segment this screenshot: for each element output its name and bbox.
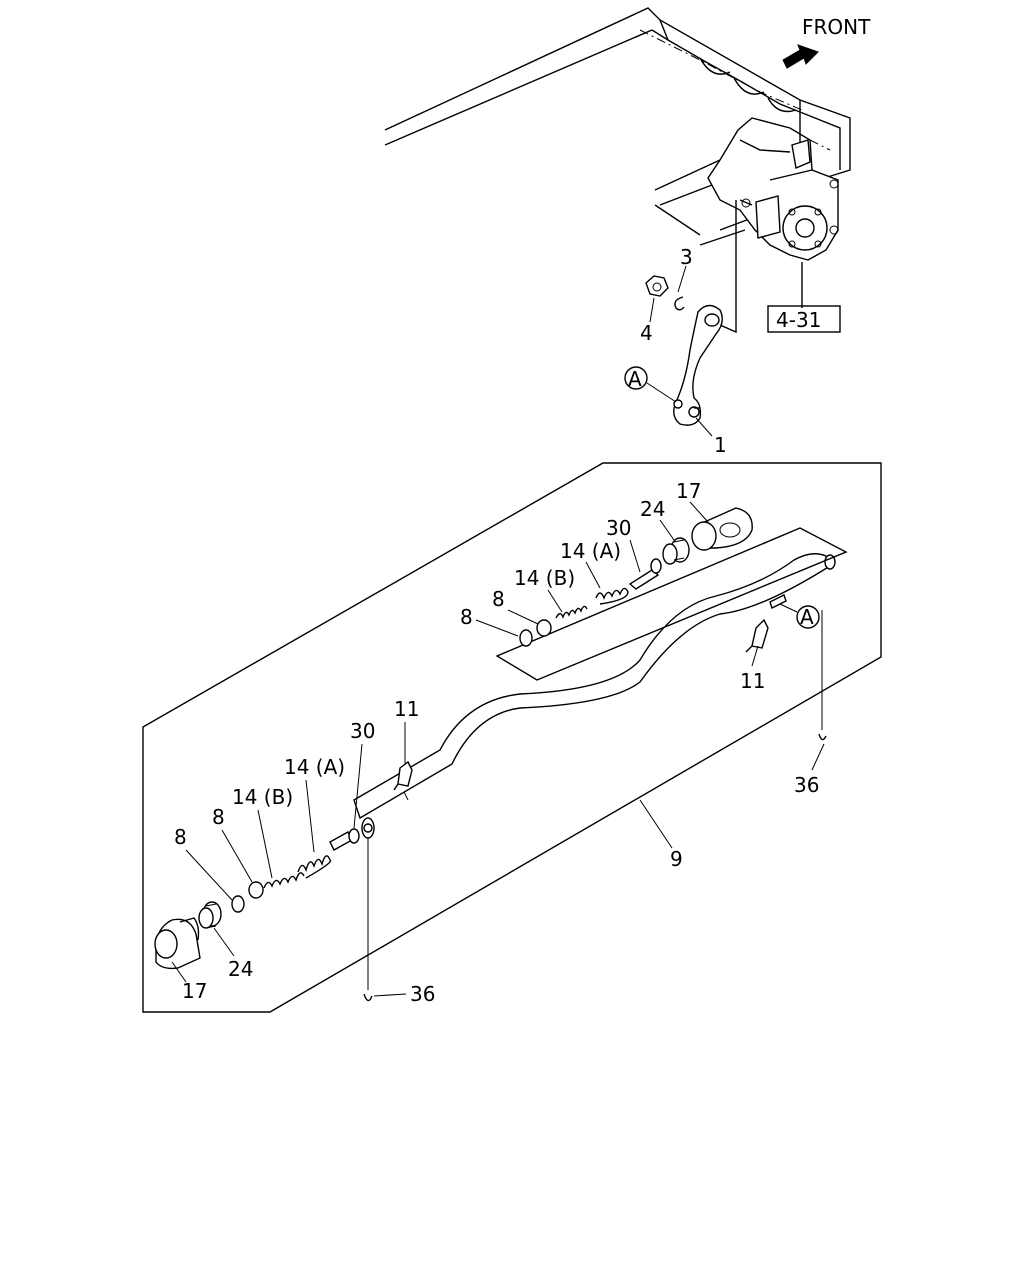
upper-kit-callouts: 17 24 30 14 (A) 14 (B) 8 8 A 11 36: [460, 479, 825, 797]
callout-kit-upper-24: 24: [640, 497, 665, 521]
upper-callouts: 3 4 A 1: [624, 245, 727, 457]
seat-part-24-upper: [662, 537, 690, 565]
callout-kit-lower-14a: 14 (A): [284, 755, 345, 779]
lower-kit-callouts: 11 30 14 (A) 14 (B) 8 8 24 17 36 9: [171, 697, 683, 1006]
plug-part-17-lower: [154, 917, 201, 970]
callout-part-1: 1: [714, 433, 727, 457]
callout-kit-lower-14b: 14 (B): [232, 785, 293, 809]
front-arrow-icon: [782, 44, 819, 69]
callout-kit-upper-17: 17: [676, 479, 701, 503]
lower-end-parts: [154, 760, 413, 1002]
drag-link-tube: [353, 553, 836, 839]
spring-part-14a-lower: [297, 855, 332, 879]
cotter-pin-part-36-lower: [363, 838, 373, 1002]
seat-part-8b-upper: [536, 619, 552, 637]
callout-kit-lower-30: 30: [350, 719, 375, 743]
callout-kit-lower-11: 11: [394, 697, 419, 721]
callout-part-4: 4: [640, 321, 653, 345]
upper-kit-outline: [495, 527, 848, 681]
front-direction-indicator: FRONT: [782, 15, 871, 69]
grease-nipple-part-11-upper: [745, 618, 769, 653]
callout-kit-lower-8a: 8: [174, 825, 187, 849]
callout-kit-lower-9: 9: [670, 847, 683, 871]
callout-kit-upper-8b: 8: [492, 587, 505, 611]
plunger-part-30-upper: [628, 558, 662, 590]
chassis-frame: [384, 7, 851, 246]
callout-kit-lower-24: 24: [228, 957, 253, 981]
callout-kit-upper-8a: 8: [460, 605, 473, 629]
cotter-pin-part-36-upper: [818, 610, 827, 741]
callout-ref-a: A: [628, 367, 642, 391]
callout-kit-upper-14b: 14 (B): [514, 566, 575, 590]
plug-part-17-upper: [691, 507, 753, 551]
pitman-arm: [673, 304, 723, 426]
front-label: FRONT: [802, 15, 871, 39]
callout-kit-upper-30: 30: [606, 516, 631, 540]
callout-kit-lower-36: 36: [410, 982, 435, 1006]
reference-box-label: 4-31: [776, 308, 821, 332]
callout-kit-lower-17: 17: [182, 979, 207, 1003]
callout-kit-upper-ref-a: A: [800, 605, 814, 629]
seat-part-8b-lower: [248, 881, 264, 899]
upper-end-parts: [519, 507, 827, 741]
kit-border: [142, 462, 882, 1013]
grease-nipple-part-11-lower: [393, 760, 413, 791]
spring-part-14b-lower: [263, 872, 305, 889]
seat-part-8a-lower: [231, 895, 245, 913]
callout-kit-upper-14a: 14 (A): [560, 539, 621, 563]
washer-part-3: [674, 296, 685, 311]
plunger-part-30-lower: [329, 828, 360, 851]
callout-kit-upper-11: 11: [740, 669, 765, 693]
reference-box-4-31: 4-31: [767, 305, 841, 333]
callout-part-3: 3: [680, 245, 693, 269]
steering-gear-box: [707, 100, 839, 334]
seat-part-8a-upper: [519, 629, 533, 647]
spring-part-14a-upper: [595, 587, 629, 605]
spring-part-14b-upper: [555, 605, 588, 619]
nut-part-4: [645, 275, 669, 297]
callout-kit-lower-8b: 8: [212, 805, 225, 829]
seat-part-24-lower: [198, 901, 222, 929]
callout-kit-upper-36: 36: [794, 773, 819, 797]
